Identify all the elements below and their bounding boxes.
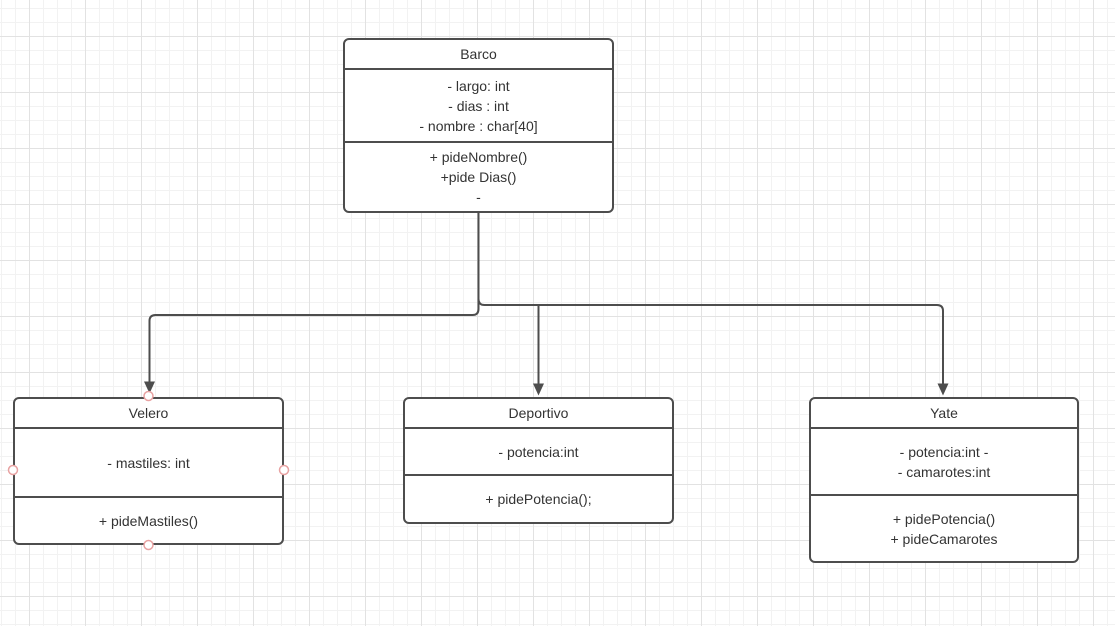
attribute: - potencia:int [498,443,579,460]
arrowhead-velero [144,381,155,394]
class-yate[interactable]: Yate - potencia:int - - camarotes:int + … [809,397,1079,563]
method: - [476,189,481,205]
class-barco[interactable]: Barco - largo: int - dias : int - nombre… [343,38,614,213]
class-velero-title: Velero [15,399,282,429]
edge-barco-deportivo[interactable] [533,305,544,396]
class-yate-title: Yate [811,399,1077,429]
edge-barco-velero[interactable] [144,213,480,394]
class-velero-attributes: - mastiles: int [15,429,282,498]
attribute: - dias : int [448,97,509,114]
method: + pideNombre() [429,149,528,165]
class-yate-methods: + pidePotencia() + pideCamarotes [811,496,1077,561]
method: + pideMastiles() [98,512,199,529]
class-barco-attributes: - largo: int - dias : int - nombre : cha… [345,70,612,143]
edge-barco-yate[interactable] [477,213,949,396]
class-deportivo-attributes: - potencia:int [405,429,672,476]
attribute: - potencia:int - [899,443,989,460]
class-barco-title: Barco [345,40,612,70]
class-velero[interactable]: Velero - mastiles: int + pideMastiles() [13,397,284,545]
class-velero-methods: + pideMastiles() [15,498,282,543]
class-barco-methods: + pideNombre() +pide Dias() - [345,143,612,211]
attribute: - mastiles: int [107,454,190,471]
class-deportivo-methods: + pidePotencia(); [405,476,672,522]
class-deportivo-title: Deportivo [405,399,672,429]
attribute: - largo: int [447,77,510,94]
method: + pideCamarotes [890,530,998,547]
arrowhead-deportivo [533,383,544,396]
method: + pidePotencia() [892,510,996,527]
attribute: - nombre : char[40] [419,117,538,134]
class-yate-attributes: - potencia:int - - camarotes:int [811,429,1077,496]
class-deportivo[interactable]: Deportivo - potencia:int + pidePotencia(… [403,397,674,524]
method: +pide Dias() [440,169,517,185]
method: + pidePotencia(); [485,491,592,507]
attribute: - camarotes:int [897,463,991,480]
arrowhead-yate [937,383,949,396]
